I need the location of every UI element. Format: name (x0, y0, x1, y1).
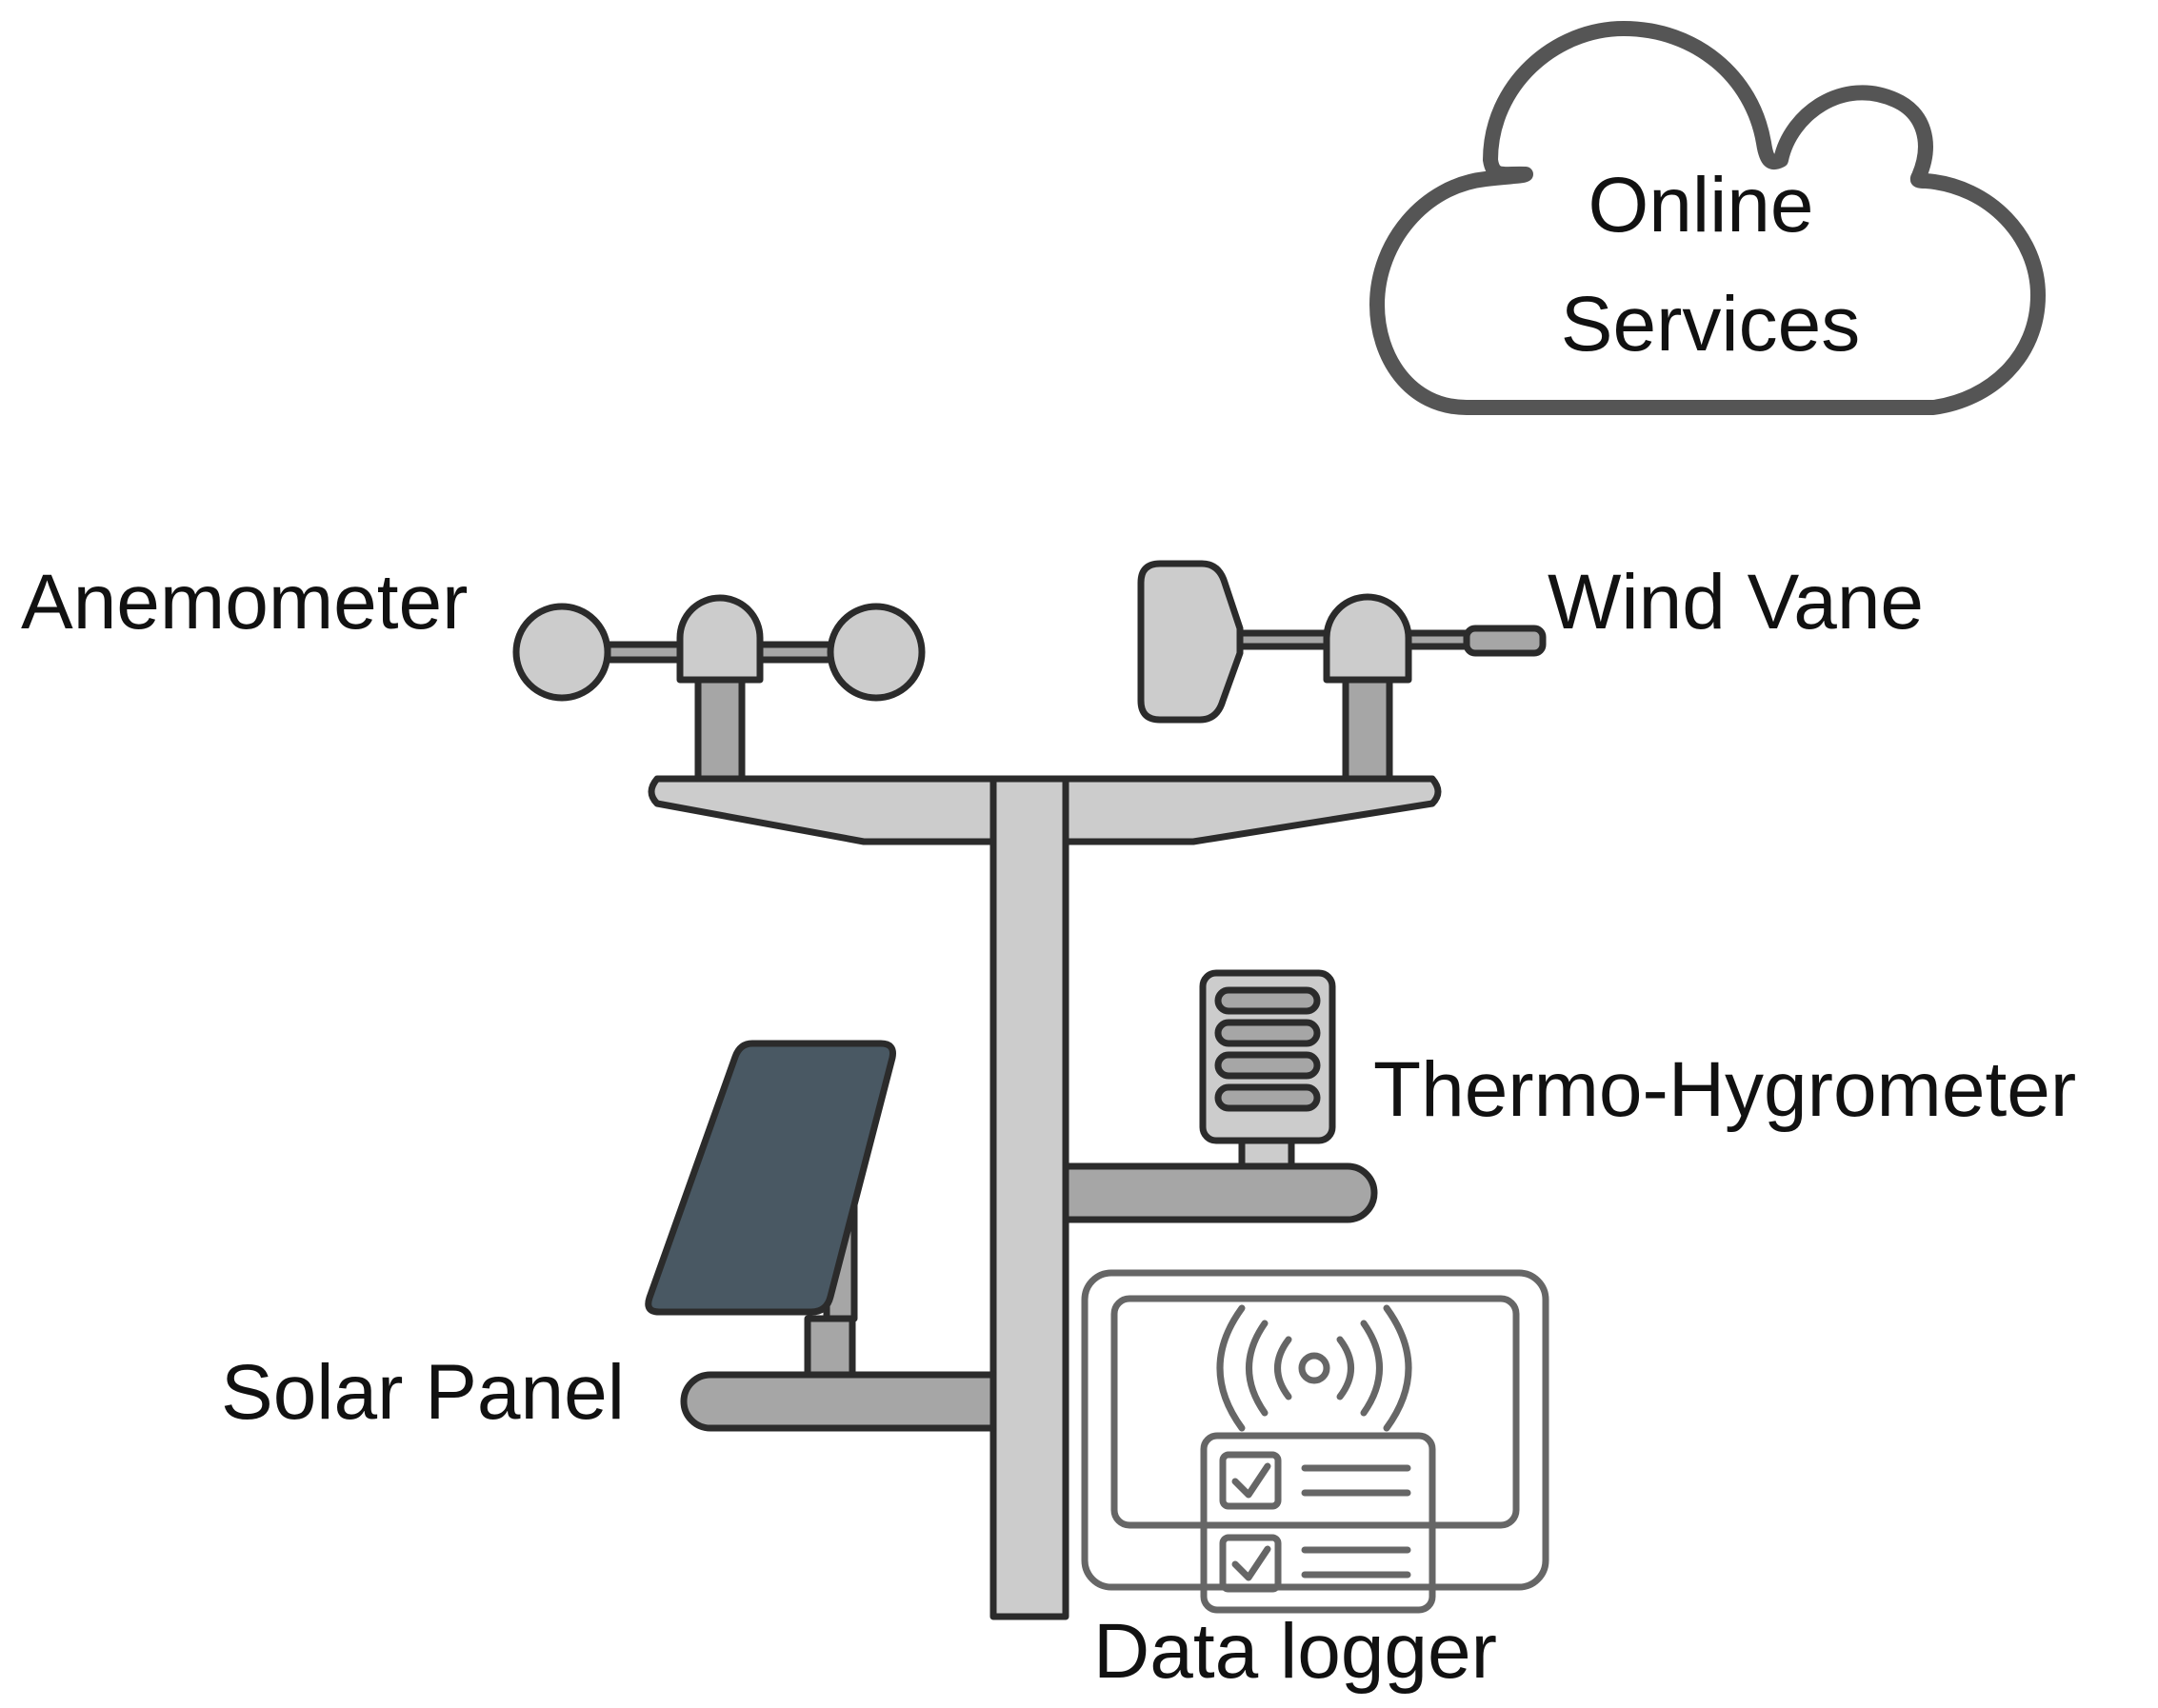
solar-panel-label: Solar Panel (221, 1349, 625, 1436)
thermo-hygrometer-icon (1199, 969, 1336, 1173)
solar-panel-arm (680, 1371, 997, 1432)
anemometer-label: Anemometer (21, 559, 468, 645)
thermo-hygrometer-arm (1062, 1162, 1378, 1223)
wind-vane-icon (1137, 560, 1547, 783)
thermo-hygrometer-label: Thermo-Hygrometer (1373, 1046, 2076, 1133)
data-logger-label: Data logger (1093, 1608, 1497, 1695)
data-logger-icon (1081, 1269, 1549, 1614)
cloud-icon (1369, 21, 2046, 415)
wind-vane-label: Wind Vane (1548, 559, 1924, 645)
anemometer-icon (512, 594, 926, 783)
cloud-label-services: Services (1561, 281, 1860, 367)
wireless-signal-icon (1216, 1304, 1412, 1432)
checkbox-icon (1219, 1534, 1282, 1593)
cloud-label-online: Online (1588, 162, 1813, 248)
mast (648, 775, 1442, 1620)
checkbox-icon (1219, 1451, 1282, 1510)
solar-panel-icon (645, 1040, 896, 1384)
